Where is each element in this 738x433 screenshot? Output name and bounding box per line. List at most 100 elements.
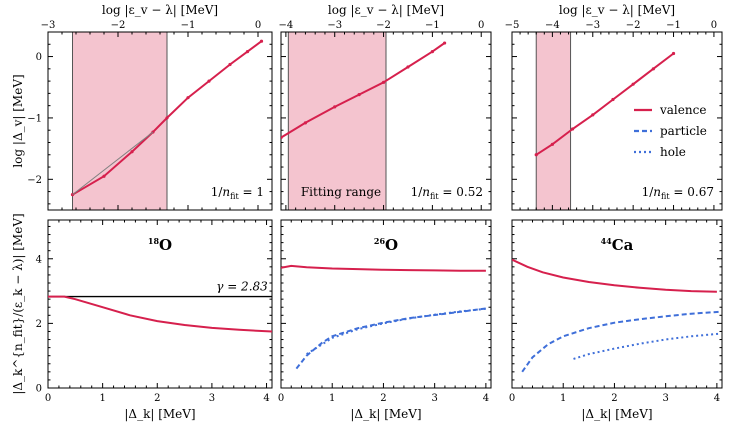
- data-point: [671, 51, 676, 56]
- series-valence-line: [48, 295, 272, 333]
- series-group: [70, 39, 264, 197]
- nucleus-mass: 18: [148, 236, 160, 246]
- data-point: [207, 79, 211, 83]
- nfit-value: = 0.52: [439, 185, 483, 199]
- x-tick-label: −1: [666, 20, 681, 31]
- nfit-sub: fit: [430, 192, 439, 201]
- x-tick-label: −2: [626, 20, 641, 31]
- nfit-var: n: [422, 185, 430, 199]
- data-point: [430, 50, 434, 54]
- gamma-label: γ = 2.83: [216, 280, 268, 294]
- x-tick-label: 1: [329, 393, 335, 404]
- panel-frame: [511, 219, 723, 389]
- y-axis-label: |Δ_k^{n_fit}/(ε_k − λ)| [MeV]: [11, 213, 25, 394]
- data-point: [406, 65, 410, 69]
- x-tick-label: 4: [483, 393, 489, 404]
- x-tick-label: 0: [478, 20, 484, 31]
- panel-frame: [47, 219, 273, 389]
- x-tick-label: 2: [380, 393, 386, 404]
- x-tick-label: 0: [278, 393, 284, 404]
- series-valence-line: [535, 52, 675, 156]
- x-tick-label: −3: [327, 20, 342, 31]
- nucleus-symbol: Ca: [612, 236, 634, 254]
- nucleus-mass: 44: [601, 236, 613, 246]
- nfit-sub: fit: [661, 192, 670, 201]
- data-point: [570, 127, 575, 131]
- series-group: [512, 258, 720, 373]
- nfit-value: = 1: [239, 185, 264, 199]
- nucleus-symbol: O: [385, 236, 398, 254]
- nucleus-label: 44Ca: [601, 236, 634, 254]
- y-tick-label: −1: [27, 113, 42, 124]
- y-tick-label: 4: [36, 254, 42, 265]
- data-point: [631, 82, 635, 86]
- series-hole-line: [573, 332, 720, 360]
- data-point: [591, 113, 595, 117]
- legend-particle-label: particle: [660, 124, 707, 138]
- x-axis-label: |Δ_k| [MeV]: [581, 407, 652, 421]
- panel-frame: [280, 31, 492, 211]
- data-point: [381, 80, 386, 84]
- data-point: [534, 153, 538, 157]
- x-tick-label: 0: [255, 20, 261, 31]
- x-tick-label: 0: [509, 393, 515, 404]
- series-valence-line: [281, 264, 486, 272]
- series-group: [281, 41, 447, 140]
- nucleus-mass: 26: [374, 236, 386, 246]
- data-point: [165, 116, 169, 120]
- fit-line: [72, 131, 154, 196]
- x-tick-label: −5: [505, 20, 520, 31]
- data-point: [102, 174, 106, 178]
- nfit-prefix: 1/: [411, 185, 424, 199]
- x-tick-label: −2: [111, 20, 126, 31]
- x-tick-label: 2: [611, 393, 617, 404]
- data-point: [245, 50, 250, 54]
- x-tick-label: −1: [425, 20, 440, 31]
- data-point: [357, 93, 361, 97]
- fitting-range-band: [72, 32, 167, 210]
- x-axis-label: |Δ_k| [MeV]: [124, 407, 195, 421]
- nfit-prefix: 1/: [211, 185, 224, 199]
- nfit-annotation: 1/nfit = 0.67: [642, 185, 714, 201]
- data-point: [186, 96, 190, 100]
- series-valence-line: [71, 40, 263, 196]
- data-point: [651, 67, 655, 71]
- nucleus-label: 18O: [148, 236, 172, 254]
- x-tick-label: −4: [545, 20, 560, 31]
- data-point: [611, 97, 615, 102]
- series-group: [281, 264, 487, 370]
- series-group: [534, 51, 676, 157]
- data-point: [281, 135, 283, 140]
- x-axis-label: |Δ_k| [MeV]: [350, 407, 421, 421]
- data-point: [333, 105, 337, 109]
- x-tick-label: 0: [45, 393, 51, 404]
- data-point: [259, 39, 264, 43]
- x-tick-label: 0: [711, 20, 717, 31]
- y-tick-label: 2: [36, 319, 42, 330]
- x-tick-label: 2: [154, 393, 160, 404]
- x-tick-label: 3: [209, 393, 215, 404]
- nfit-annotation: 1/nfit = 0.52: [411, 185, 483, 201]
- fitting-range-band: [536, 32, 571, 210]
- data-point: [303, 121, 308, 125]
- series-valence-line: [512, 258, 717, 293]
- panel-5: 0 1 2 3 4 |Δ_k| [MeV] 26O: [278, 219, 492, 421]
- x-tick-label: −3: [41, 20, 56, 31]
- y-tick-label: 0: [36, 384, 42, 395]
- top-axis-label: log |ε_v − λ| [MeV]: [559, 3, 675, 17]
- y-tick-label: −2: [27, 175, 42, 186]
- nfit-value: = 0.67: [670, 185, 714, 199]
- series-group: [48, 295, 272, 333]
- legend-valence-label: valence: [659, 103, 706, 117]
- nucleus-symbol: O: [159, 236, 172, 254]
- x-tick-label: 3: [431, 393, 437, 404]
- top-axis-label: log |ε_v − λ| [MeV]: [102, 3, 218, 17]
- nfit-annotation: 1/nfit = 1: [211, 185, 264, 201]
- nfit-var: n: [653, 185, 661, 199]
